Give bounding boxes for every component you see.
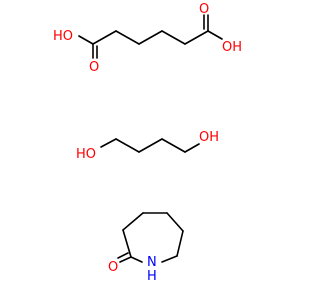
atom-label-hydroxyl: HO: [53, 29, 73, 44]
bond: [166, 212, 184, 232]
bond: [119, 256, 132, 263]
bond: [161, 30, 186, 45]
molecule-butanediol: HO OH: [76, 130, 219, 162]
bond: [138, 138, 163, 153]
bond: [122, 229, 132, 258]
bond: [115, 30, 140, 45]
bond: [138, 30, 163, 45]
bond: [100, 138, 117, 148]
atom-label-carbonyl-oxygen: O: [89, 60, 99, 75]
bond: [117, 252, 129, 259]
atom-label-amide-hydrogen: H: [147, 269, 157, 284]
atom-label-hydroxyl: HO: [76, 147, 96, 162]
bond: [207, 30, 223, 40]
atom-label-amide-nitrogen: N: [147, 255, 157, 270]
bond: [161, 138, 186, 153]
bond: [92, 30, 117, 45]
bond: [161, 255, 178, 263]
bond: [78, 35, 94, 45]
atom-label-carbonyl-oxygen: O: [199, 2, 209, 17]
bond: [184, 143, 200, 153]
bond: [122, 212, 144, 231]
bond: [130, 256, 143, 263]
bond: [184, 30, 209, 45]
structures-svg: HO O O OH HO OH O N H: [53, 2, 242, 284]
bond: [176, 230, 184, 257]
molecule-caprolactam: O N H: [108, 212, 184, 284]
molecule-adipic-acid: HO O O OH: [53, 2, 242, 75]
atom-label-hydroxyl: OH: [222, 40, 242, 55]
atom-label-carbonyl-oxygen: O: [108, 260, 118, 275]
structure-canvas: HO O O OH HO OH O N H: [53, 2, 242, 284]
bond: [115, 138, 140, 153]
atom-label-hydroxyl: OH: [199, 130, 219, 145]
